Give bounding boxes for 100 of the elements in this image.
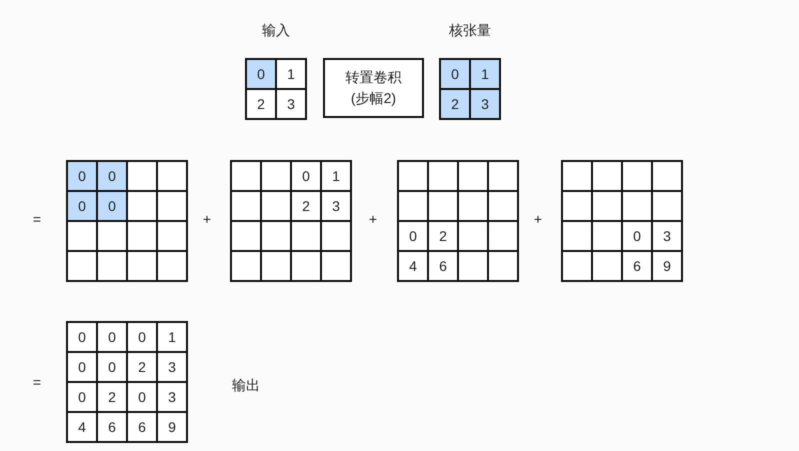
matrix-cell	[68, 222, 96, 250]
cell-value: 0	[108, 359, 116, 375]
process-box	[323, 58, 424, 118]
cell-value: 1	[287, 66, 295, 82]
matrix-cell	[98, 252, 126, 280]
matrix-cell	[232, 252, 260, 280]
matrix-cell	[68, 353, 96, 381]
matrix-cell	[158, 162, 186, 190]
matrix-cell	[593, 192, 621, 220]
cell-value: 3	[168, 359, 176, 375]
matrix-cell	[262, 192, 290, 220]
matrix-cell	[563, 222, 591, 250]
matrix-grid	[66, 160, 188, 282]
matrix-cell	[429, 192, 457, 220]
cell-value: 9	[663, 258, 671, 274]
matrix-cell	[232, 222, 260, 250]
cell-value: 1	[481, 66, 489, 82]
cell-value: 0	[302, 168, 310, 184]
cell-value: 0	[138, 329, 146, 345]
matrix-cell	[247, 60, 275, 88]
operator-symbol: =	[32, 211, 42, 227]
matrix-label: 核张量	[449, 21, 491, 40]
matrix-cell	[623, 192, 651, 220]
operator-symbol: +	[534, 211, 542, 227]
cell-value: 3	[287, 96, 295, 112]
matrix-cell	[98, 192, 126, 220]
matrix-cell	[593, 252, 621, 280]
matrix-cell	[593, 162, 621, 190]
cell-value: 0	[108, 329, 116, 345]
operator-symbol: +	[368, 211, 378, 227]
cell-value: 2	[451, 96, 459, 112]
matrix-cell	[471, 90, 499, 118]
matrix-cell	[489, 222, 517, 250]
cell-value: 0	[78, 168, 86, 184]
matrix-cell	[322, 192, 350, 220]
matrix-cell	[623, 252, 651, 280]
matrix-cell	[262, 162, 290, 190]
cell-value: 0	[78, 389, 86, 405]
cell-value: 3	[168, 389, 176, 405]
cell-value: 4	[78, 419, 86, 435]
cell-value: 6	[138, 419, 146, 435]
matrix-cell	[292, 192, 320, 220]
cell-value: 3	[481, 96, 489, 112]
matrix-grid	[397, 160, 519, 282]
cell-value: 0	[78, 198, 86, 214]
cell-value: 6	[633, 258, 641, 274]
matrix-cell	[653, 162, 681, 190]
cell-value: 0	[257, 66, 265, 82]
cell-value: 0	[633, 228, 641, 244]
matrix-cell	[653, 252, 681, 280]
matrix-cell	[128, 413, 156, 441]
matrix-cell	[158, 413, 186, 441]
process-label: 转置卷积(步幅2)	[344, 68, 402, 108]
matrix-cell	[98, 353, 126, 381]
cell-value: 2	[138, 359, 146, 375]
matrix-cell	[128, 192, 156, 220]
matrix-cell	[98, 222, 126, 250]
matrix-cell	[98, 323, 126, 351]
matrix-cell	[68, 252, 96, 280]
matrix-cell	[247, 90, 275, 118]
matrix-grid	[561, 160, 683, 282]
matrix-cell	[322, 162, 350, 190]
cell-value: 0	[138, 389, 146, 405]
matrix-cell	[653, 192, 681, 220]
cell-value: 3	[332, 198, 340, 214]
matrix-cell	[128, 252, 156, 280]
matrix-label: 输出	[232, 376, 260, 395]
cell-value: 6	[439, 258, 447, 274]
matrix-cell	[399, 222, 427, 250]
matrix-cell	[128, 323, 156, 351]
matrix-cell	[593, 222, 621, 250]
matrix-cell	[277, 90, 305, 118]
cell-value: 1	[332, 168, 340, 184]
matrix-cell	[489, 192, 517, 220]
matrix-cell	[158, 222, 186, 250]
matrix-cell	[429, 162, 457, 190]
matrix-cell	[441, 60, 469, 88]
matrix-cell	[563, 162, 591, 190]
matrix-cell	[459, 222, 487, 250]
matrix-cell	[623, 222, 651, 250]
cell-value: 1	[168, 329, 176, 345]
matrix-cell	[459, 192, 487, 220]
cell-value: 0	[78, 359, 86, 375]
cell-value: 2	[257, 96, 265, 112]
matrix-cell	[399, 192, 427, 220]
cell-value: 3	[663, 228, 671, 244]
matrix-cell	[459, 252, 487, 280]
matrix-cell	[262, 222, 290, 250]
matrix-cell	[459, 162, 487, 190]
cell-value: 0	[78, 329, 86, 345]
matrix-cell	[429, 252, 457, 280]
matrix-cell	[489, 162, 517, 190]
matrix-cell	[563, 192, 591, 220]
matrix-cell	[322, 222, 350, 250]
cell-value: 0	[108, 168, 116, 184]
matrix-cell	[158, 383, 186, 411]
matrix-cell	[158, 252, 186, 280]
matrix-cell	[292, 252, 320, 280]
matrix-cell	[399, 162, 427, 190]
matrix-cell	[399, 252, 427, 280]
